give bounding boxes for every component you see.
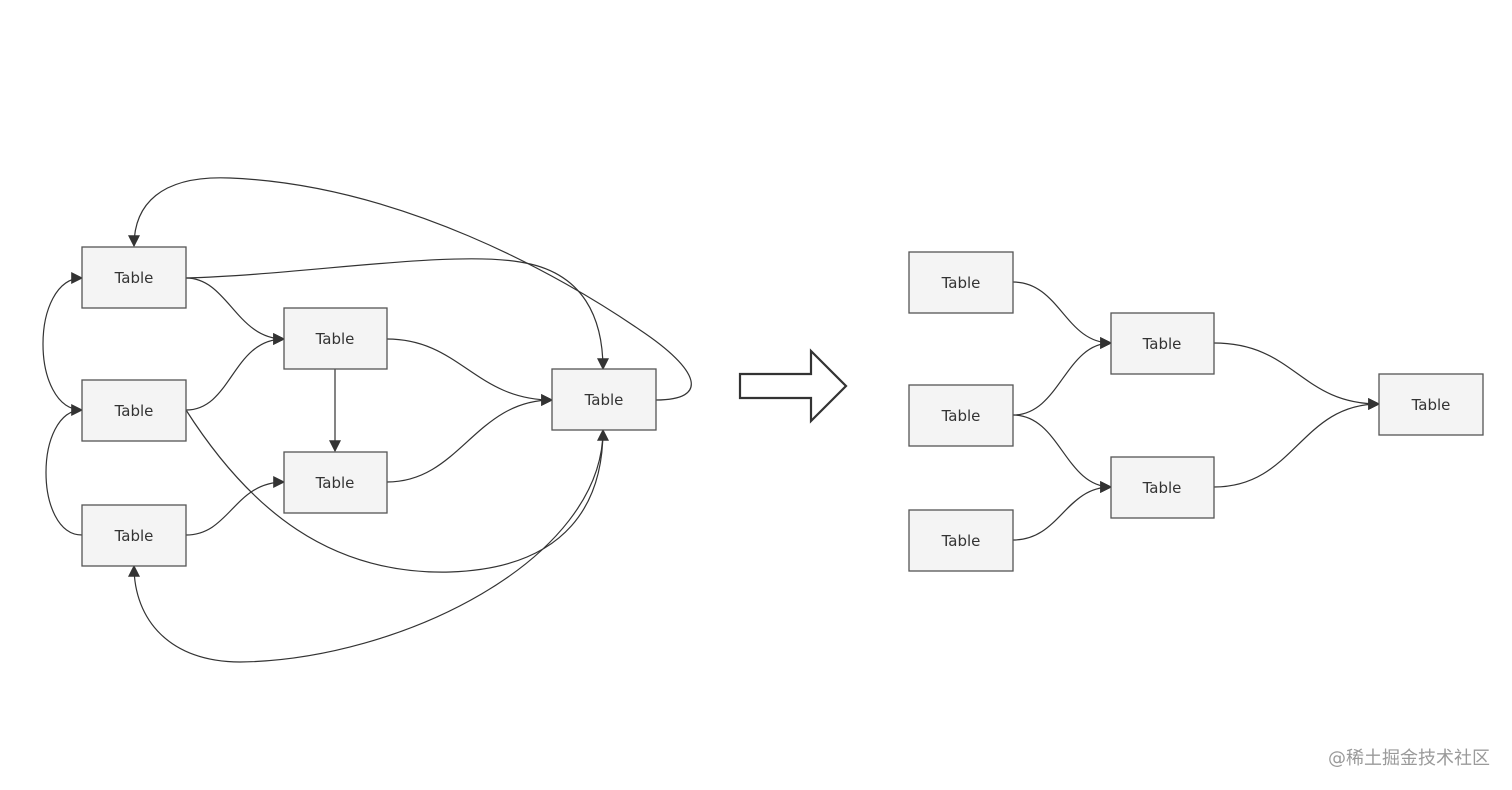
table-node-r5[interactable]: Table xyxy=(1110,456,1215,519)
table-node-l5[interactable]: Table xyxy=(283,451,388,514)
edge-l5-l6 xyxy=(386,394,554,483)
table-node-r1[interactable]: Table xyxy=(908,251,1014,314)
watermark-text: @稀土掘金技术社区 xyxy=(1328,748,1490,769)
edge-l1-l4 xyxy=(185,277,286,345)
after-edges xyxy=(1012,281,1381,541)
node-label: Table xyxy=(315,330,355,348)
edge-r2-r5 xyxy=(1012,414,1113,493)
node-label: Table xyxy=(114,269,154,287)
node-label: Table xyxy=(584,391,624,409)
after-nodes: Table Table Table Table Table Table xyxy=(908,251,1484,572)
node-label: Table xyxy=(114,527,154,545)
edge-l2-l6 xyxy=(185,409,609,573)
edge-r3-r5 xyxy=(1012,481,1113,541)
edge-r5-r6 xyxy=(1213,398,1381,488)
edge-l1-l6 xyxy=(185,258,609,371)
table-node-l1[interactable]: Table xyxy=(81,246,187,309)
table-node-r2[interactable]: Table xyxy=(908,384,1014,447)
edge-r1-r4 xyxy=(1012,281,1113,349)
table-node-l6[interactable]: Table xyxy=(551,368,657,431)
edge-l3-l5 xyxy=(185,476,286,536)
table-node-l4[interactable]: Table xyxy=(283,307,388,370)
before-edges xyxy=(42,177,692,663)
table-node-l2[interactable]: Table xyxy=(81,379,187,442)
table-node-r4[interactable]: Table xyxy=(1110,312,1215,375)
node-label: Table xyxy=(941,407,981,425)
table-node-r3[interactable]: Table xyxy=(908,509,1014,572)
edge-l6-l3 xyxy=(128,429,604,663)
edge-l2-l4 xyxy=(185,333,286,411)
table-node-l3[interactable]: Table xyxy=(81,504,187,567)
node-label: Table xyxy=(1142,479,1182,497)
node-label: Table xyxy=(1411,396,1451,414)
table-node-r6[interactable]: Table xyxy=(1378,373,1484,436)
edge-r4-r6 xyxy=(1213,342,1381,410)
before-nodes: Table Table Table Table Table Table xyxy=(81,246,657,567)
edge-l3-l2 xyxy=(45,404,84,536)
transform-arrow-icon xyxy=(738,348,848,424)
node-label: Table xyxy=(941,274,981,292)
node-label: Table xyxy=(1142,335,1182,353)
edge-l4-l6 xyxy=(386,338,554,406)
edge-l2-l1 xyxy=(42,272,84,411)
edge-r2-r4 xyxy=(1012,337,1113,416)
node-label: Table xyxy=(941,532,981,550)
edge-l6-l1 xyxy=(128,177,692,401)
node-label: Table xyxy=(315,474,355,492)
node-label: Table xyxy=(114,402,154,420)
